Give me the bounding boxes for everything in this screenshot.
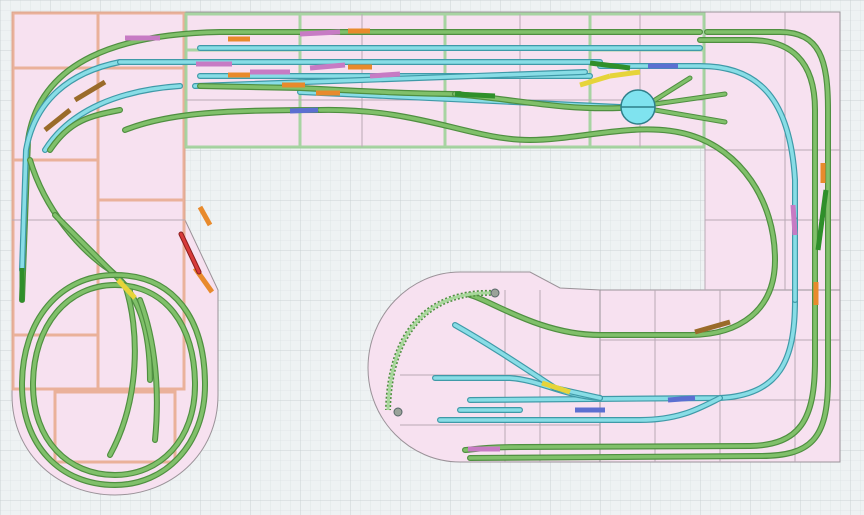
turnout-magenta[interactable] [790,204,798,236]
track-left-loop-inner[interactable] [29,281,199,479]
turnout-darkgreen[interactable] [589,60,631,71]
track-yard-4[interactable] [452,322,558,391]
turnout-brown[interactable] [694,319,731,335]
track-green-siding-top[interactable] [197,83,463,97]
track-green-mid-left[interactable] [122,107,323,133]
track-green-inner-loop[interactable] [317,106,779,338]
turnouts [19,28,829,452]
turnout-darkgreen[interactable] [815,189,829,251]
turnout-brown[interactable] [43,108,72,132]
track-cyan-right-loop[interactable] [467,63,798,403]
track-left-spur-1[interactable] [107,282,138,458]
track-cyan-top-4[interactable] [192,69,588,89]
turnout-yellow[interactable] [609,69,641,79]
turnout-orange[interactable] [197,205,213,227]
turnout-yellow[interactable] [116,278,137,300]
turntable-group[interactable] [620,75,728,125]
track-yard-3[interactable] [437,395,723,423]
baseboard-bottom-middle[interactable] [367,271,601,463]
turntable-spurs-inner [653,76,727,124]
turnout-blue[interactable] [667,395,696,403]
turnout-yellow[interactable] [541,380,571,395]
turnout-magenta[interactable] [299,29,341,37]
track-left-loop-outer[interactable] [18,271,209,489]
dashed-tunnel-track [385,289,496,411]
turnout-blue[interactable] [289,107,319,114]
track-cyan-left-2[interactable] [42,83,183,153]
buffer-stop-icon[interactable] [393,407,403,417]
signal-red[interactable] [178,231,202,275]
turnout-magenta[interactable] [369,71,401,79]
track-outer-right-2[interactable] [467,29,831,461]
turnout-magenta[interactable] [309,62,346,71]
track-left-spur-2[interactable] [137,297,160,443]
buffer-stop-icon[interactable] [490,288,500,298]
turnout-darkgreen[interactable] [454,91,496,99]
turnout-brown[interactable] [73,79,107,103]
track-green-left-diag[interactable] [47,107,123,153]
turnout-yellow[interactable] [579,73,611,88]
track-cyan-left[interactable] [19,59,123,273]
